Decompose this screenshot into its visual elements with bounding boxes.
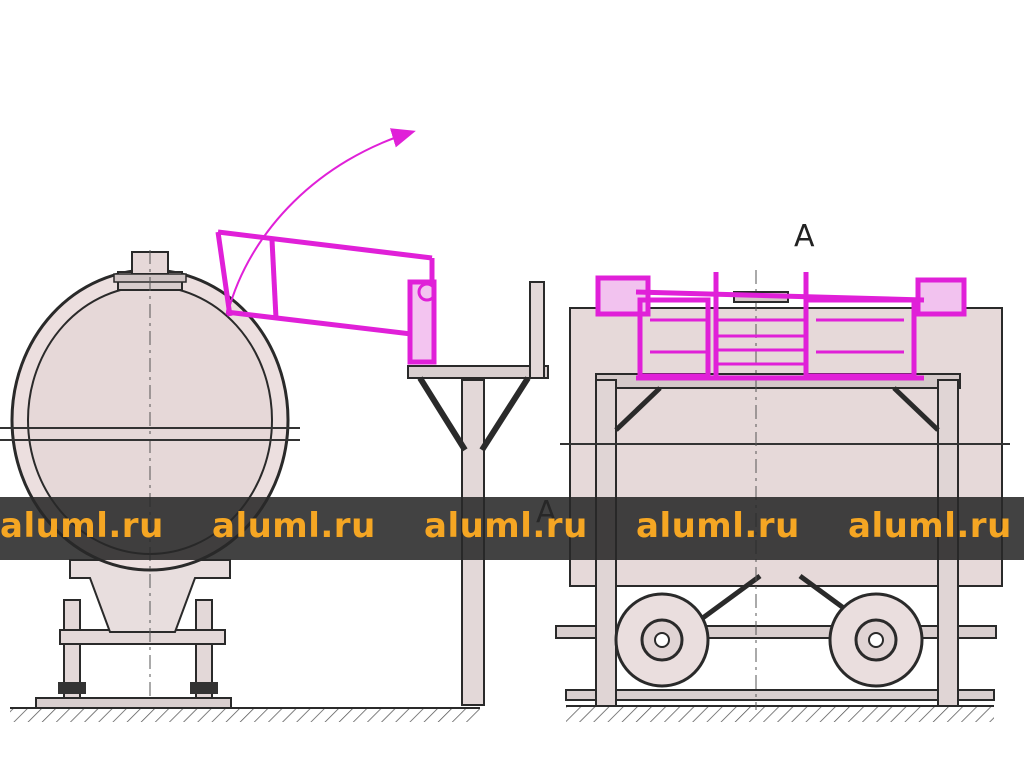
watermark-band: aluml.ru aluml.ru aluml.ru aluml.ru alum… [0, 497, 1024, 560]
tank-leg-right [195, 599, 213, 699]
cart-assembly [555, 270, 1010, 722]
lifting-frame [215, 229, 437, 365]
rotation-arrow [227, 128, 416, 313]
ground-left [10, 708, 480, 722]
tank-assembly [0, 250, 480, 722]
section-label-top: A [794, 219, 815, 254]
cart-top-frame [595, 272, 967, 381]
watermark-text: aluml.ru [424, 506, 588, 546]
tank-base-plate [35, 697, 232, 709]
wheel-right [828, 592, 924, 688]
ground-right [566, 706, 994, 722]
wheel-left [614, 592, 710, 688]
watermark-text: aluml.ru [636, 506, 800, 546]
tank-leg-left [63, 599, 81, 699]
watermark-text: aluml.ru [848, 506, 1012, 546]
watermark-text: aluml.ru [0, 506, 164, 546]
watermark-text: aluml.ru [212, 506, 376, 546]
